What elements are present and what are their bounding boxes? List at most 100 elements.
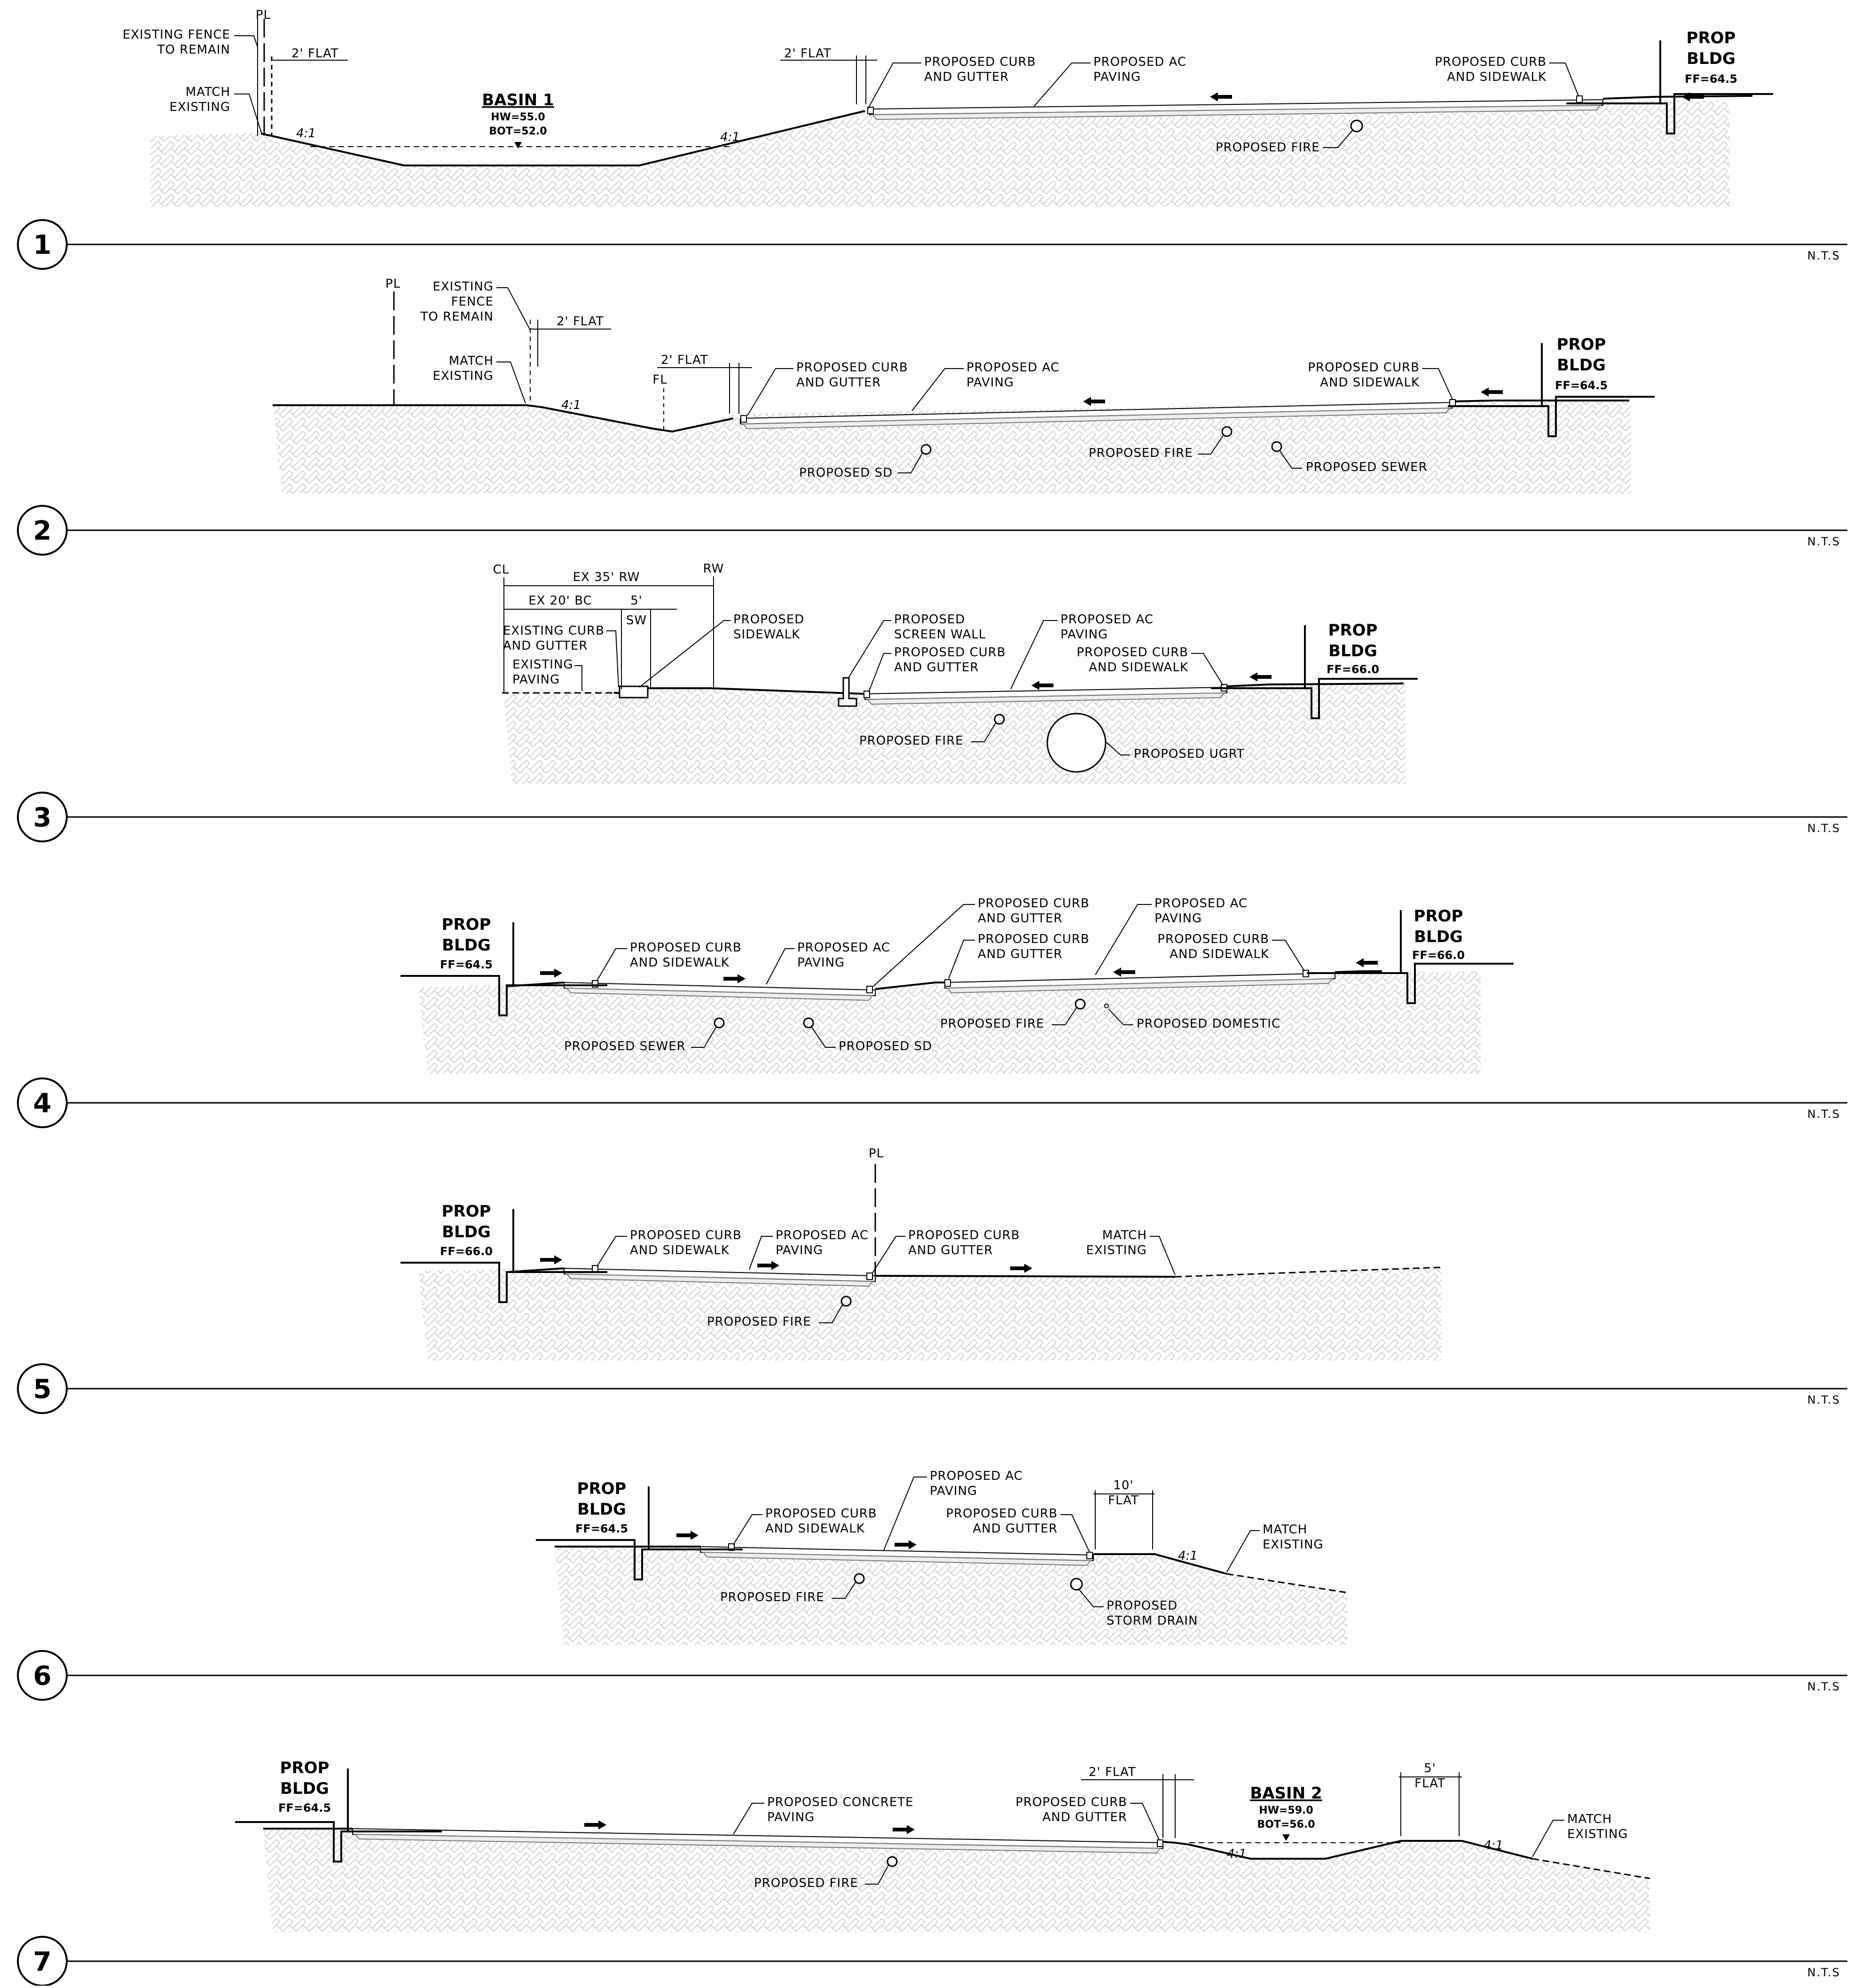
screen-wall-label-line: SCREEN WALL [894, 628, 986, 642]
section-number: 6 [33, 1661, 52, 1691]
curb-gutter-leader [868, 653, 891, 692]
curb-gutter [866, 1273, 873, 1280]
curb-sidewalk-right-label-line: PROPOSED CURB [1157, 932, 1269, 946]
fire-label: PROPOSED FIRE [859, 734, 964, 748]
flow-arrow [1355, 958, 1378, 967]
fence-label-line: EXISTING [432, 280, 494, 294]
cl-label: CL [493, 563, 510, 577]
sd-label: PROPOSED SD [799, 466, 893, 480]
storm-drain-leader [1079, 1589, 1104, 1607]
hw-label: HW=55.0 [491, 111, 545, 123]
curb-sidewalk-leader [1422, 368, 1453, 400]
flow-arrow [1209, 92, 1232, 102]
fire-leader [819, 1304, 843, 1323]
ac-paving-slab-left-base [565, 987, 874, 1001]
match-label-line: EXISTING [1567, 1827, 1628, 1841]
ac-paving-slab-base [742, 407, 1451, 430]
curb-sidewalk-right-label-line: AND SIDEWALK [1170, 947, 1269, 961]
basin-label: BASIN 2 [1250, 1784, 1322, 1803]
building-label-line: PROP [1687, 29, 1736, 47]
curb-gutter-leader [1060, 1514, 1090, 1553]
fire-leader [971, 723, 996, 742]
fence-label-line: EXISTING FENCE [123, 28, 230, 42]
building-footing [400, 1209, 607, 1303]
existing-grade [1532, 1858, 1650, 1879]
ugrt-label: PROPOSED UGRT [1134, 747, 1245, 761]
ac-paving-label-line: PAVING [1093, 70, 1141, 84]
storm-drain-label-line: STORM DRAIN [1107, 1614, 1198, 1628]
ac-paving-right-leader [1095, 904, 1152, 975]
curb-sidewalk-left-leader [597, 948, 627, 981]
flow-arrow [1031, 681, 1053, 690]
building-label-line: BLDG [1557, 356, 1606, 375]
fence-label-line: TO REMAIN [157, 43, 230, 57]
curb-gutter [1157, 1839, 1163, 1847]
section-number: 1 [33, 230, 52, 260]
ac-paving-right-label-line: PAVING [1154, 911, 1202, 926]
finish-grade [875, 982, 945, 990]
curb-sidewalk [1576, 95, 1583, 103]
curb-gutter-label-line: AND GUTTER [924, 70, 1009, 84]
sewer-leader [1279, 450, 1302, 469]
finish-grade [1602, 95, 1753, 100]
curb-gutter-a [866, 986, 873, 993]
finish-grade [1335, 970, 1382, 973]
ac-paving-slab-base [871, 104, 1602, 120]
fire-leader [1198, 435, 1224, 455]
finished-floor-label: FF=64.5 [1685, 72, 1737, 86]
flat-label-line: 10' [1113, 1478, 1133, 1493]
building-footing [536, 1486, 743, 1580]
curb-sidewalk-label-line: AND SIDEWALK [765, 1522, 865, 1536]
flat-label-line: 5' [1424, 1761, 1436, 1776]
existing-curb-label-line: AND GUTTER [503, 639, 588, 653]
scale-note: N.T.S [1807, 822, 1840, 835]
match-label-line: MATCH [1102, 1228, 1147, 1242]
finished-floor-label: FF=64.5 [575, 1522, 628, 1535]
match-leader [1226, 1530, 1260, 1572]
finish-grade [1093, 1553, 1227, 1575]
match-label-line: EXISTING [1086, 1243, 1147, 1257]
sidewalk-label-line: SIDEWALK [733, 628, 800, 642]
flow-arrow [540, 968, 563, 978]
ac-paving-leader [1034, 63, 1091, 107]
storm-drain-pipe [1070, 1578, 1083, 1591]
fire-leader [832, 1582, 856, 1599]
curb-gutter-label-line: PROPOSED CURB [796, 361, 908, 375]
section-number: 5 [33, 1374, 52, 1405]
curb-gutter-b-label-line: AND GUTTER [978, 947, 1063, 961]
building-label-line: BLDG [442, 1223, 491, 1242]
curb-sidewalk [1449, 399, 1456, 407]
ac-paving-label-line: PAVING [966, 376, 1014, 390]
section-number: 7 [33, 1947, 52, 1977]
ac-paving-leader [911, 368, 964, 411]
curb-gutter-b-leader [948, 940, 975, 979]
flow-arrow [1249, 672, 1272, 682]
basin-grade-line [1162, 1840, 1533, 1860]
concrete-paving-leader [733, 1803, 764, 1835]
rw-label: RW [703, 562, 724, 576]
curb-gutter-b [944, 979, 951, 987]
screen-wall-label-line: PROPOSED [894, 613, 965, 627]
sewer-pipe [1271, 441, 1282, 452]
ex-bc-label: EX 20' BC [528, 594, 592, 608]
curb-gutter-leader [867, 63, 921, 110]
curb-gutter-label-line: AND GUTTER [973, 1522, 1058, 1536]
water-marker [1282, 1834, 1290, 1841]
existing-paving-label-line: EXISTING [512, 658, 573, 672]
sidewalk-label-line: PROPOSED [733, 613, 804, 627]
earth-fill [150, 101, 1730, 207]
curb-sidewalk-label-line: AND SIDEWALK [1089, 660, 1188, 675]
existing-paving-leader [574, 665, 582, 691]
slope-label: 4:1 [296, 126, 316, 141]
earth-fill [273, 401, 1631, 494]
match-label-line: MATCH [186, 85, 230, 99]
fire-label: PROPOSED FIRE [1089, 446, 1193, 460]
building-footing [1211, 625, 1418, 719]
curb-gutter-leader [872, 1236, 905, 1273]
ugrt-tank [1046, 713, 1107, 773]
building-left-label-line: PROP [442, 915, 491, 934]
scale-note: N.T.S [1807, 249, 1840, 262]
